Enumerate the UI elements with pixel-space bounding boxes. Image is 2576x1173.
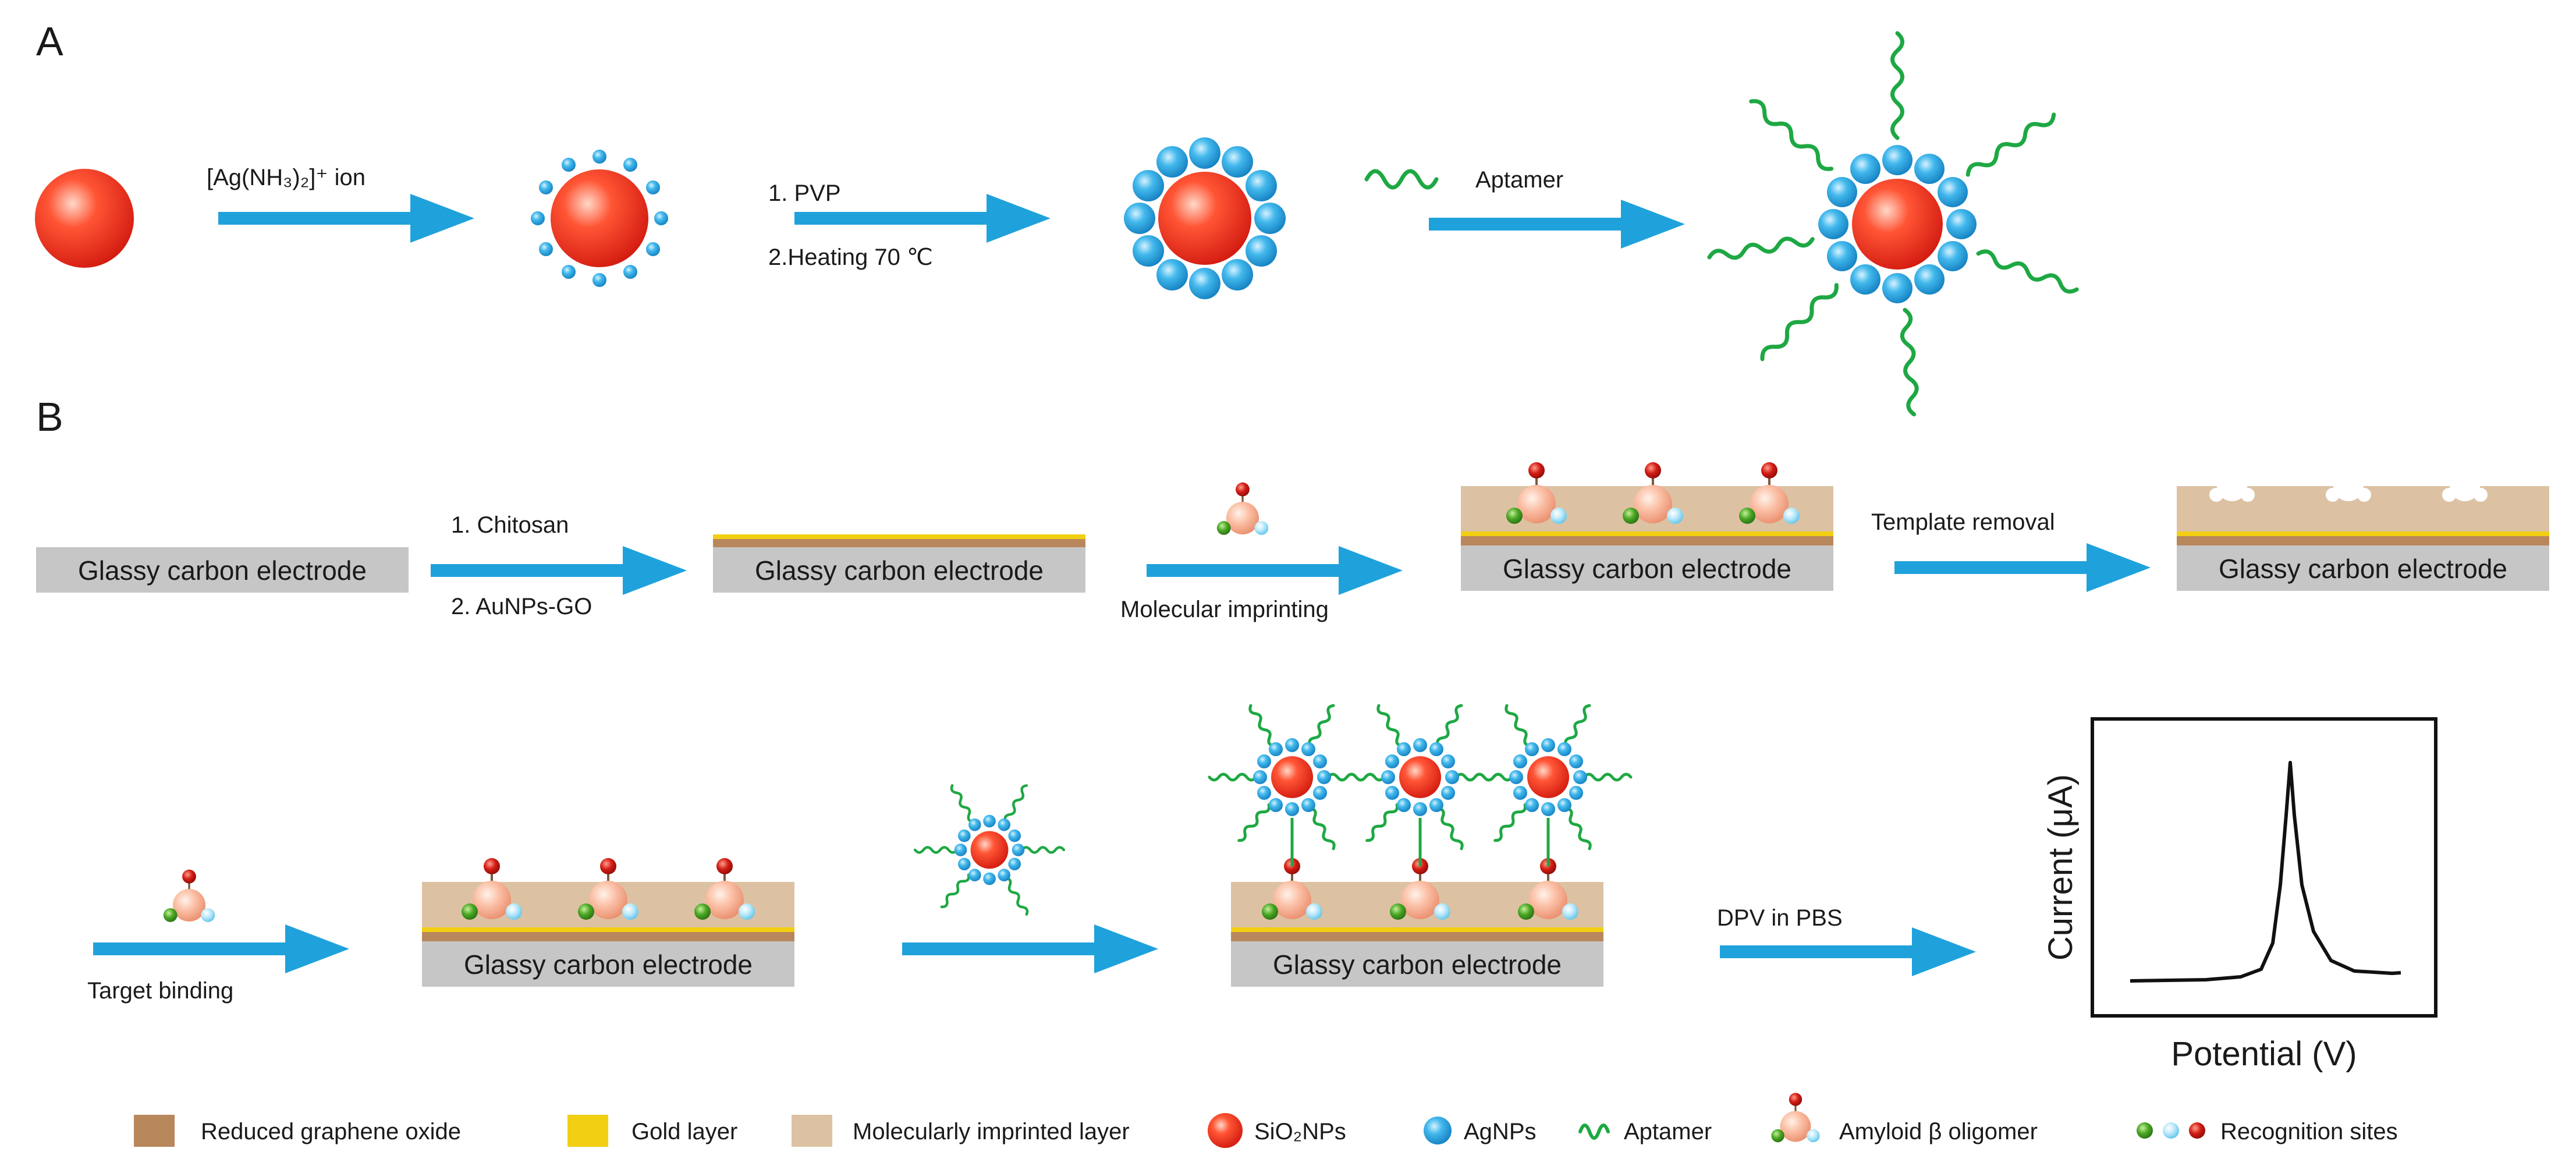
svg-text:Glassy carbon electrode: Glassy carbon electrode (1503, 554, 1791, 584)
svg-text:Gold layer: Gold layer (631, 1119, 737, 1144)
step-b1-line2: 2. AuNPs-GO (451, 594, 592, 619)
step-b1-line1: 1. Chitosan (451, 512, 569, 538)
arrow-b4 (93, 924, 349, 973)
svg-text:Glassy carbon electrode: Glassy carbon electrode (2219, 554, 2507, 584)
arrow-b5 (902, 924, 1158, 973)
electrode-mip-template: Glassy carbon electrode (1461, 461, 1833, 591)
step-b2-label: Molecular imprinting (1120, 597, 1329, 622)
dpv-plot: Potential (V) Current (μA) (2042, 717, 2437, 1073)
legend-mip: Molecularly imprinted layer (792, 1115, 1130, 1147)
aptamer-probe-particle (1709, 33, 2079, 414)
arrow-b2 (1147, 546, 1403, 595)
electrode-bare: Glassy carbon electrode (36, 547, 409, 593)
dpv-curve (2130, 761, 2401, 983)
sio2-agnps-particle (1124, 137, 1286, 299)
arrow-b6 (1720, 927, 1976, 976)
x-axis-label: Potential (V) (2171, 1035, 2357, 1073)
step-a1-label: [Ag(NH₃)₂]⁺ ion (207, 165, 366, 190)
legend-sio2: SiO₂NPs (1208, 1113, 1346, 1148)
electrode-mip-cavities: Glassy carbon electrode (2177, 471, 2549, 591)
aptamer-symbol (1364, 169, 1439, 190)
svg-text:Aptamer: Aptamer (1624, 1119, 1712, 1144)
legend: Reduced graphene oxide Gold layer Molecu… (134, 1092, 2398, 1148)
target-oligomer (162, 869, 216, 923)
legend-rgo: Reduced graphene oxide (134, 1115, 461, 1147)
step-a2-line2: 2.Heating 70 ℃ (768, 244, 933, 270)
svg-text:SiO₂NPs: SiO₂NPs (1254, 1119, 1346, 1144)
arrow-a1 (218, 194, 474, 243)
svg-text:AgNPs: AgNPs (1464, 1119, 1537, 1144)
electrode-sandwich: Glassy carbon electrode (1209, 704, 1631, 987)
y-axis-label: Current (μA) (2042, 774, 2080, 961)
svg-text:Glassy carbon electrode: Glassy carbon electrode (464, 949, 753, 980)
electrode-modified: Glassy carbon electrode (713, 534, 1085, 593)
legend-amyloid: Amyloid β oligomer (1770, 1092, 2038, 1144)
svg-text:Glassy carbon electrode: Glassy carbon electrode (755, 555, 1044, 586)
template-oligomer (1216, 481, 1269, 536)
legend-aptamer: Aptamer (1578, 1119, 1712, 1144)
panel-label-b: B (36, 394, 63, 440)
svg-text:Glassy carbon electrode: Glassy carbon electrode (1273, 949, 1562, 980)
electrode-target-bound: Glassy carbon electrode (422, 857, 794, 987)
svg-text:Recognition sites: Recognition sites (2220, 1119, 2398, 1144)
step-b6-label: DPV in PBS (1717, 905, 1843, 931)
svg-text:Reduced graphene oxide: Reduced graphene oxide (201, 1119, 461, 1144)
bare-sio2-particle (35, 169, 134, 268)
svg-text:Glassy carbon electrode: Glassy carbon electrode (78, 555, 367, 586)
step-a3-label: Aptamer (1475, 167, 1563, 193)
arrow-b3 (1894, 543, 2151, 592)
legend-recognition: Recognition sites (2137, 1119, 2398, 1144)
step-b3-label: Template removal (1871, 509, 2055, 535)
arrow-b1 (431, 546, 687, 595)
legend-gold: Gold layer (567, 1115, 737, 1147)
panel-label-a: A (36, 19, 63, 64)
sio2-with-ag-seeds (531, 150, 668, 287)
step-b4-label: Target binding (87, 978, 233, 1004)
svg-text:Amyloid β oligomer: Amyloid β oligomer (1839, 1119, 2038, 1144)
arrow-a3 (1429, 200, 1685, 249)
legend-agnps: AgNPs (1424, 1117, 1537, 1144)
probe-nanoparticle (915, 784, 1064, 916)
step-a2-line1: 1. PVP (768, 180, 841, 206)
svg-text:Molecularly imprinted layer: Molecularly imprinted layer (853, 1119, 1130, 1144)
